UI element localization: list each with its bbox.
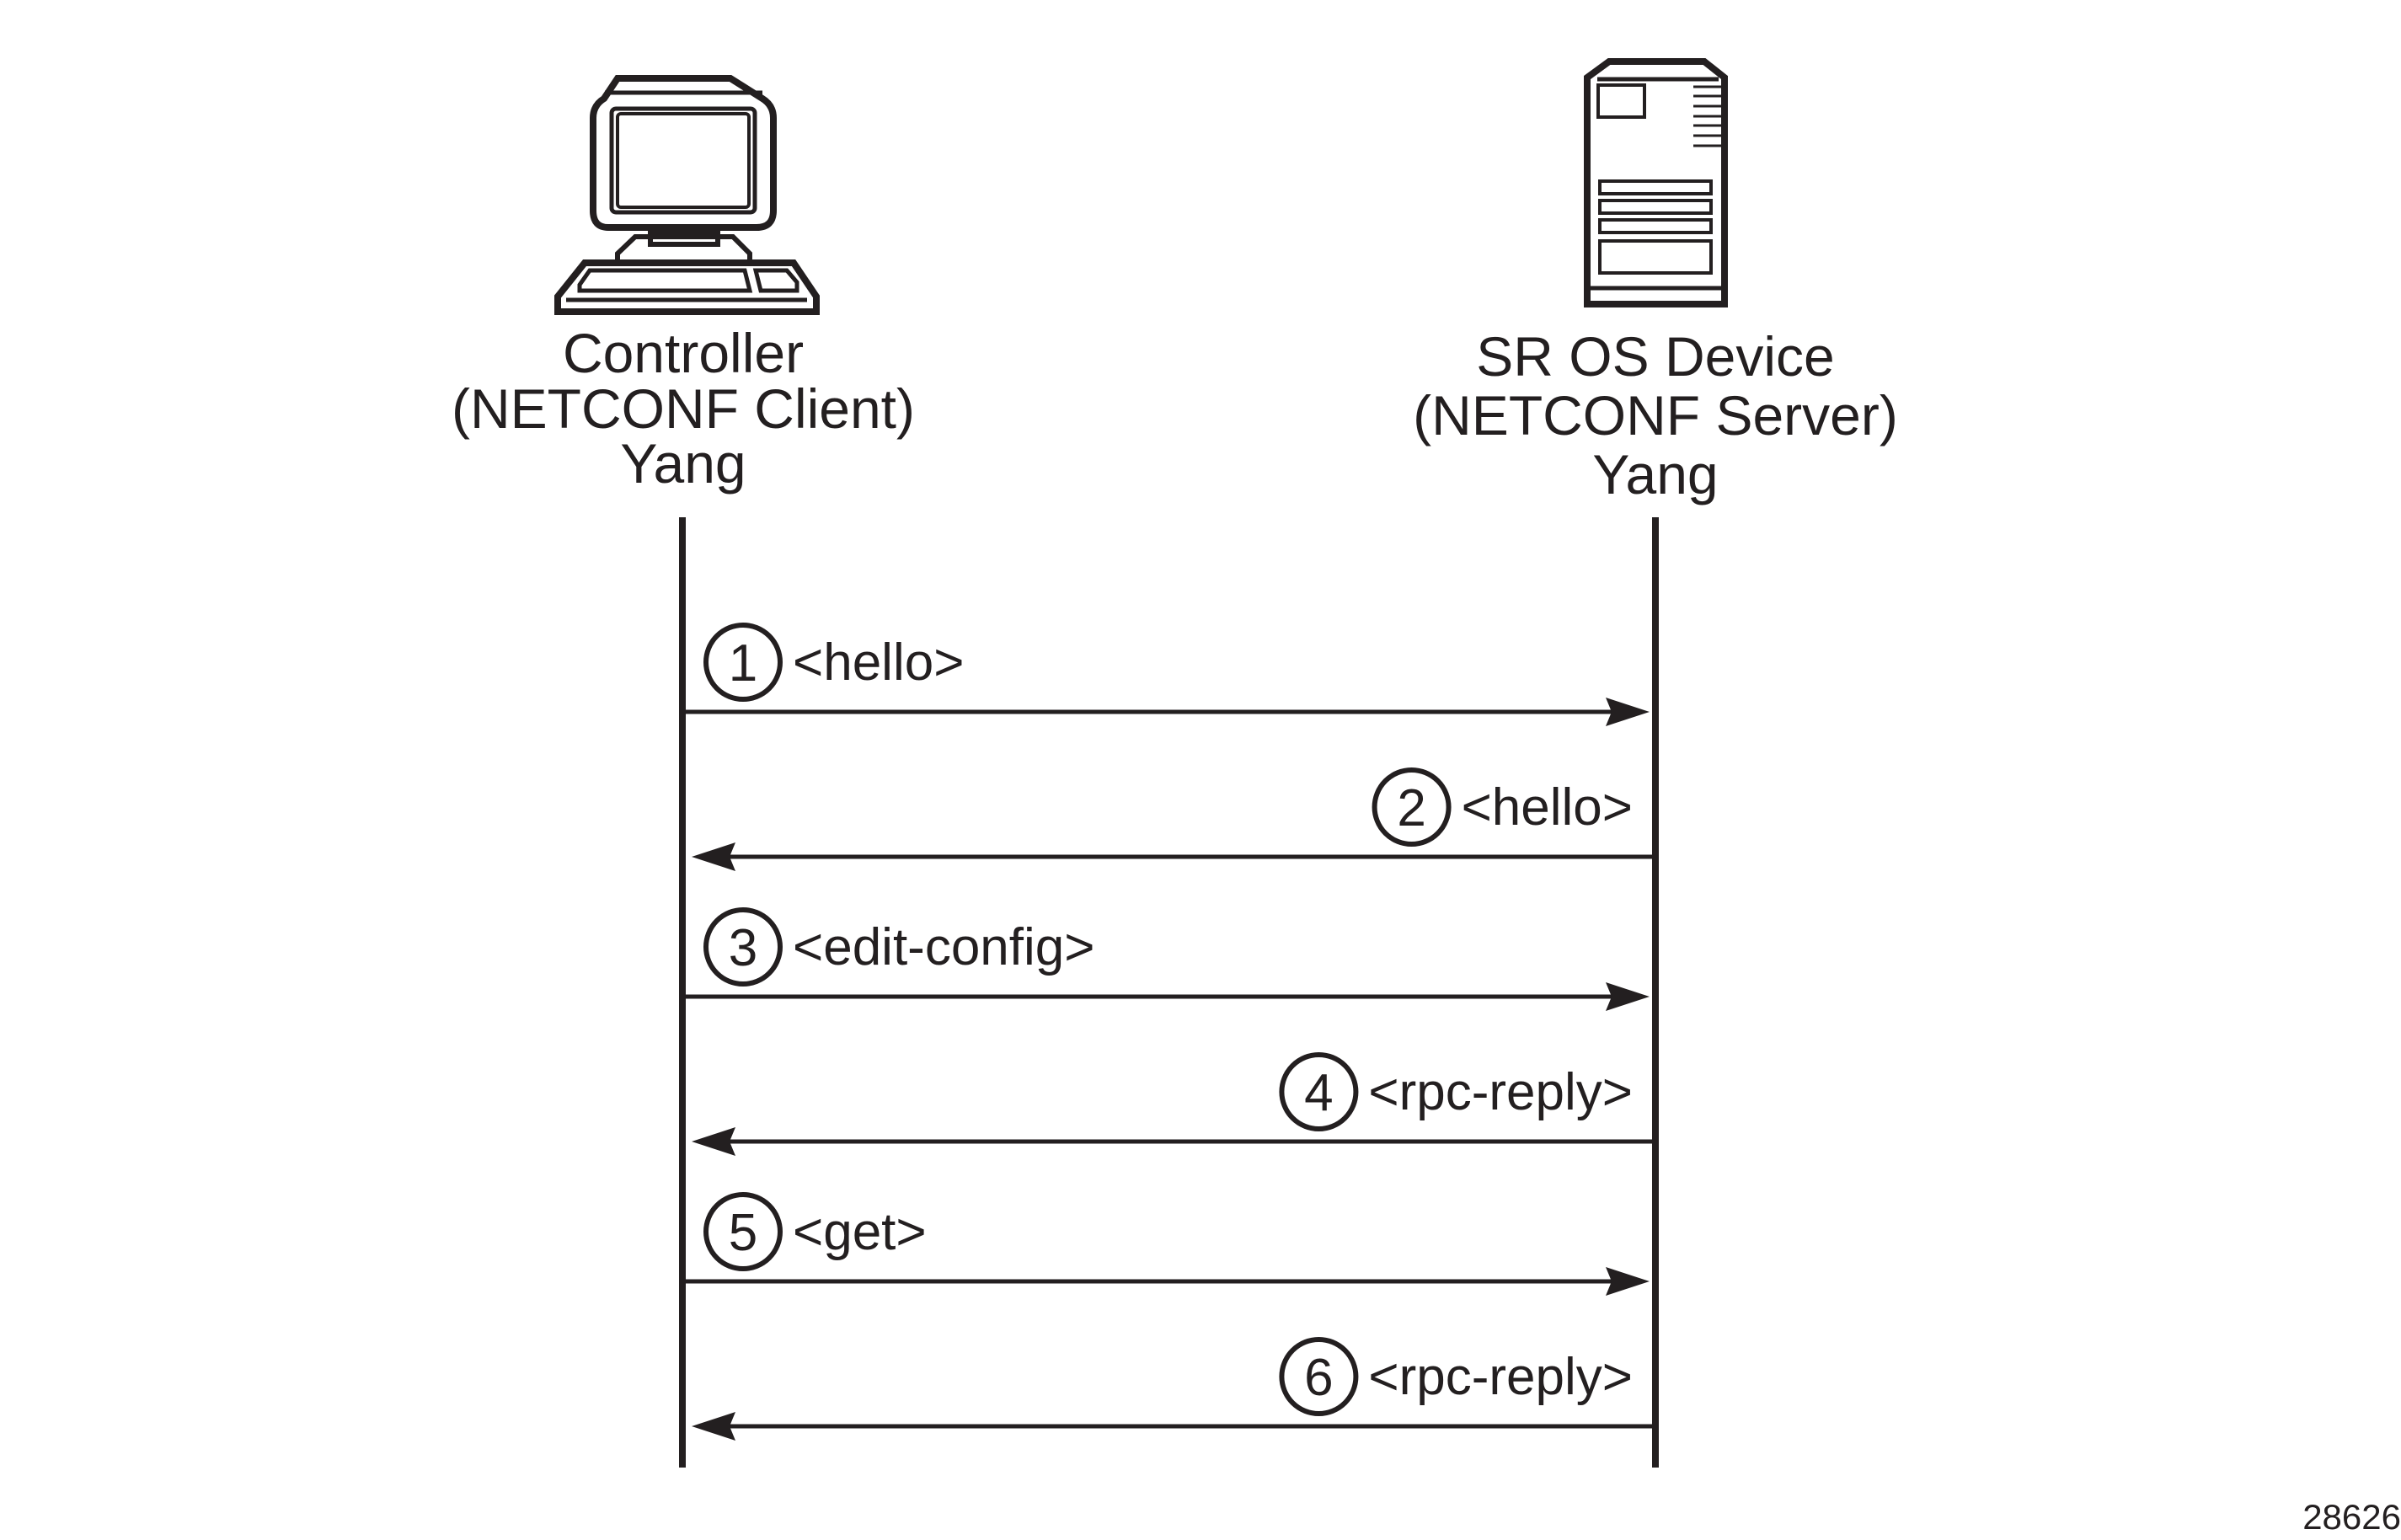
message-3: <edit-config> 3: [686, 907, 1650, 1011]
step-number: 6: [1304, 1349, 1333, 1407]
message-label: <edit-config>: [793, 918, 1094, 976]
arrowhead-left-icon: [692, 1127, 735, 1156]
message-4: <rpc-reply> 4: [692, 1052, 1652, 1156]
step-number-circle: [1372, 767, 1452, 847]
message-list: <hello> 1 <hello> 2 <edit-config> 3 <rpc-reply…: [686, 623, 1652, 1441]
device-label: SR OS Device (NETCONF Server) Yang: [1413, 325, 1898, 505]
message-label: <get>: [793, 1203, 927, 1261]
message-label: <hello>: [793, 634, 964, 692]
arrowhead-left-icon: [692, 842, 735, 871]
arrowhead-right-icon: [1606, 982, 1650, 1011]
step-number-circle: [1279, 1052, 1359, 1131]
message-label: <rpc-reply>: [1368, 1348, 1633, 1406]
step-number: 2: [1397, 779, 1425, 837]
device-label-line-3: Yang: [1592, 443, 1718, 505]
server-vent-lines: [1693, 85, 1721, 147]
message-5: <get> 5: [686, 1192, 1650, 1296]
step-number: 5: [729, 1204, 757, 1262]
desktop-computer-icon: [554, 75, 820, 315]
step-number-circle: [703, 623, 783, 702]
message-6: <rpc-reply> 6: [692, 1337, 1652, 1441]
controller-label-line-3: Yang: [620, 432, 746, 495]
arrowhead-left-icon: [692, 1412, 735, 1441]
arrowhead-right-icon: [1606, 1267, 1650, 1296]
message-label: <rpc-reply>: [1368, 1063, 1633, 1121]
message-1: <hello> 1: [686, 623, 1650, 726]
message-label: <hello>: [1462, 778, 1633, 837]
arrowhead-right-icon: [1606, 698, 1650, 726]
step-number-circle: [703, 1192, 783, 1271]
controller-label-line-1: Controller: [563, 322, 804, 384]
message-2: <hello> 2: [692, 767, 1652, 871]
device-label-line-2: (NETCONF Server): [1413, 384, 1898, 446]
step-number-circle: [703, 907, 783, 987]
server-tower-icon: [1584, 58, 1728, 307]
controller-label-line-2: (NETCONF Client): [452, 377, 915, 440]
controller-label: Controller (NETCONF Client) Yang: [452, 322, 915, 495]
step-number: 4: [1304, 1064, 1333, 1122]
device-label-line-1: SR OS Device: [1476, 325, 1834, 388]
step-number: 3: [729, 919, 757, 977]
step-number: 1: [729, 634, 757, 692]
step-number-circle: [1279, 1337, 1359, 1416]
figure-number: 28626: [2302, 1497, 2401, 1537]
